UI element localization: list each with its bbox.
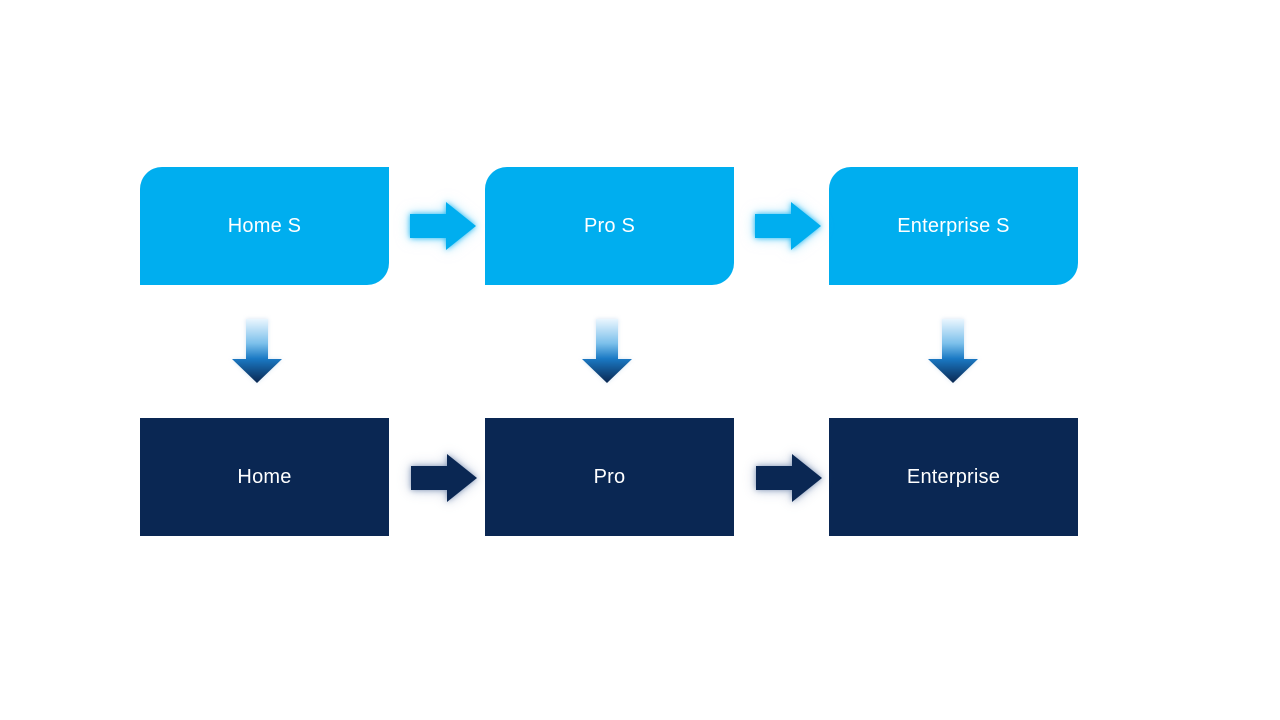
node-pro-s: Pro S (485, 167, 734, 285)
down-arrow-icon (928, 319, 978, 383)
node-label: Pro (593, 465, 626, 488)
node-enterprise: Enterprise (829, 418, 1078, 536)
node-label: Home S (227, 214, 302, 237)
right-arrow-icon (411, 454, 477, 502)
node-home-s: Home S (140, 167, 389, 285)
right-arrow-icon (756, 454, 822, 502)
down-arrow-icon (232, 319, 282, 383)
node-enterprise-s: Enterprise S (829, 167, 1078, 285)
node-label: Enterprise (906, 465, 1001, 488)
node-pro: Pro (485, 418, 734, 536)
node-label: Enterprise S (897, 214, 1010, 237)
down-arrow-icon (582, 319, 632, 383)
node-home: Home (140, 418, 389, 536)
right-arrow-icon (410, 202, 476, 250)
node-label: Pro S (583, 214, 636, 237)
node-label: Home (237, 465, 292, 488)
right-arrow-icon (755, 202, 821, 250)
